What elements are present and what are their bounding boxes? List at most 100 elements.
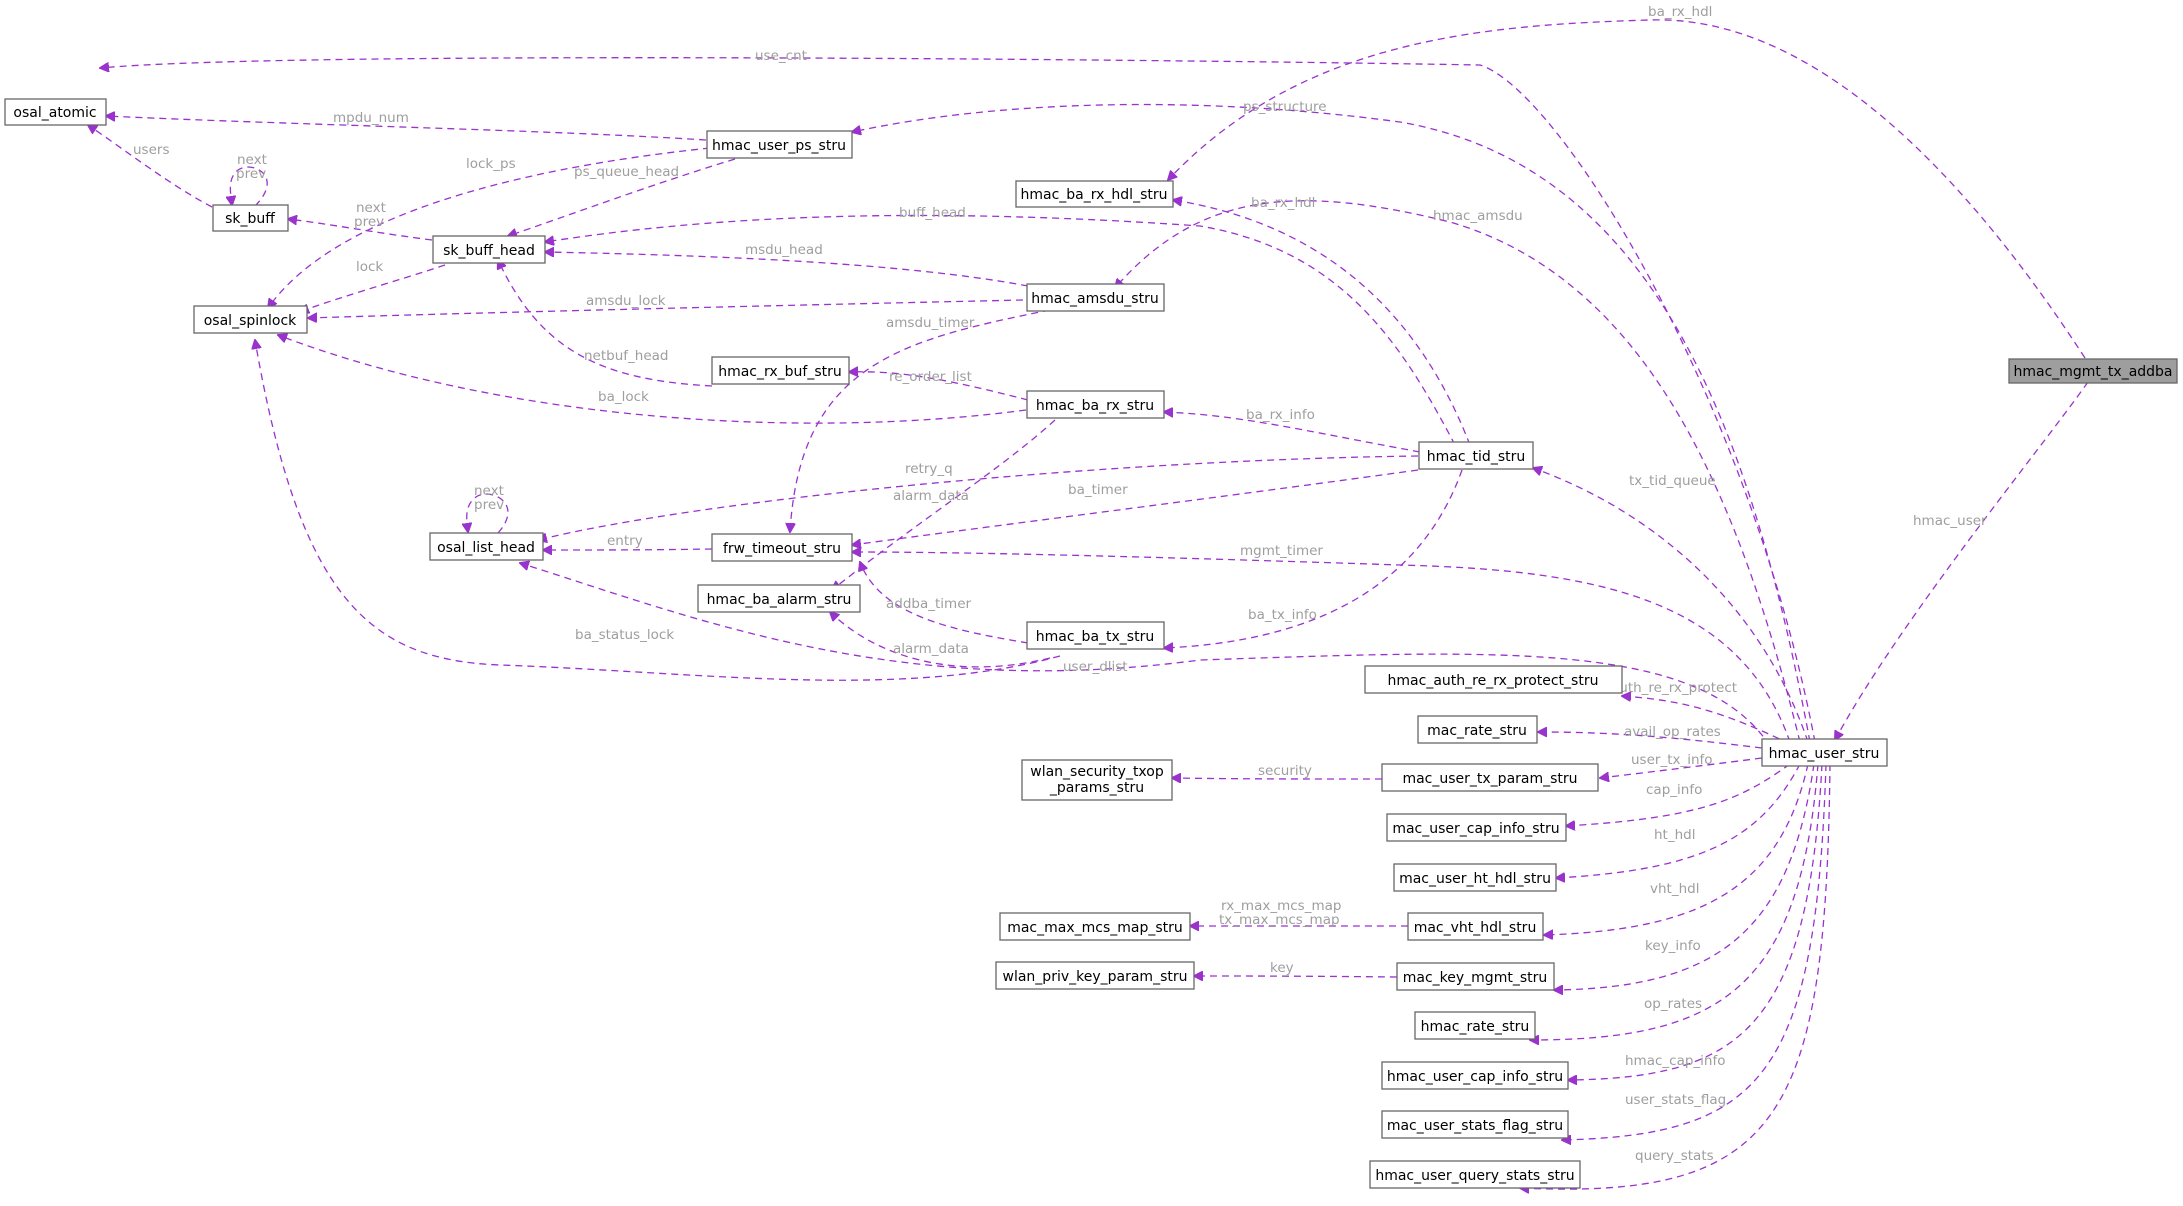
edge-label: next <box>356 200 386 216</box>
edge-label: buff_head <box>899 205 966 221</box>
edge-label: amsdu_timer <box>886 315 975 331</box>
edge-user-tx-info <box>1600 757 1763 778</box>
node-label: mac_rate_stru <box>1427 723 1527 739</box>
node-label: mac_key_mgmt_stru <box>1403 970 1547 986</box>
edges <box>88 19 2089 1189</box>
node-mac-user-tx-param-stru[interactable]: mac_user_tx_param_stru <box>1381 763 1599 792</box>
edge-label: prev <box>354 214 384 230</box>
node-hmac-rate-stru[interactable]: hmac_rate_stru <box>1414 1011 1536 1040</box>
node-hmac-amsdu-stru[interactable]: hmac_amsdu_stru <box>1026 283 1165 312</box>
node-label: hmac_mgmt_tx_addba <box>2013 364 2172 380</box>
edge-labels: ba_rx_hdl use_cnt ps_structure mpdu_num … <box>133 4 1987 1164</box>
node-label: hmac_user_query_stats_stru <box>1375 1168 1574 1184</box>
node-mac-max-mcs-map-stru[interactable]: mac_max_mcs_map_stru <box>999 912 1191 941</box>
edge-alarm-data-rx <box>832 419 1056 590</box>
edge-netbuf-head <box>498 260 713 387</box>
edge-list-self <box>467 493 509 533</box>
edge-ps-structure <box>852 103 1811 743</box>
edge-avail-op-rates <box>1538 732 1763 749</box>
edge-label: key <box>1270 960 1294 976</box>
nodes: osal_atomic hmac_user_ps_stru sk_buff sk… <box>4 98 2178 1189</box>
edge-msdu-head <box>545 252 1029 287</box>
edge-label: security <box>1258 763 1312 779</box>
node-mac-key-mgmt-stru[interactable]: mac_key_mgmt_stru <box>1396 962 1555 991</box>
edge-lock <box>300 264 446 312</box>
node-mac-rate-stru[interactable]: mac_rate_stru <box>1417 715 1538 744</box>
edge-ba-rx-hdl-top <box>1168 19 2086 359</box>
node-wlan-security-txop-params-stru[interactable]: wlan_security_txop _params_stru <box>1021 759 1173 801</box>
node-label: hmac_amsdu_stru <box>1031 291 1158 307</box>
node-label: _params_stru <box>1049 780 1144 796</box>
node-label: osal_list_head <box>437 540 535 556</box>
node-label: mac_vht_hdl_stru <box>1414 920 1537 936</box>
node-hmac-user-query-stats-stru[interactable]: hmac_user_query_stats_stru <box>1369 1160 1581 1189</box>
node-mac-user-stats-flag-stru[interactable]: mac_user_stats_flag_stru <box>1381 1110 1569 1139</box>
node-hmac-ba-rx-hdl-stru[interactable]: hmac_ba_rx_hdl_stru <box>1015 180 1174 208</box>
edge-ba-status-lock <box>255 340 1061 681</box>
edge-lock-ps <box>268 147 711 308</box>
edge-user-stats-flag <box>1562 763 1827 1140</box>
edge-ba-tx-info <box>1164 469 1463 648</box>
node-hmac-ba-alarm-stru[interactable]: hmac_ba_alarm_stru <box>697 584 861 613</box>
edge-ht-hdl <box>1556 763 1801 878</box>
edge-label: user_dlist <box>1063 659 1128 675</box>
edge-label: key_info <box>1645 938 1701 954</box>
edge-user-dlist <box>520 563 1771 747</box>
node-hmac-ba-rx-stru[interactable]: hmac_ba_rx_stru <box>1026 390 1165 419</box>
edge-label: ba_rx_info <box>1246 407 1315 423</box>
node-label: frw_timeout_stru <box>723 541 841 557</box>
node-hmac-user-stru[interactable]: hmac_user_stru <box>1761 738 1888 767</box>
edge-buff-head <box>545 214 1456 446</box>
node-label: hmac_rate_stru <box>1421 1019 1530 1035</box>
node-hmac-user-cap-info-stru[interactable]: hmac_user_cap_info_stru <box>1381 1061 1569 1090</box>
node-label: hmac_auth_re_rx_protect_stru <box>1388 673 1599 689</box>
edge-label: prev <box>236 166 266 182</box>
node-frw-timeout-stru[interactable]: frw_timeout_stru <box>711 533 853 562</box>
node-hmac-mgmt-tx-addba[interactable]: hmac_mgmt_tx_addba <box>2008 358 2178 384</box>
node-label: hmac_ba_tx_stru <box>1036 629 1154 645</box>
edge-op-rates <box>1530 763 1819 1040</box>
node-label: osal_spinlock <box>204 313 297 329</box>
node-mac-user-ht-hdl-stru[interactable]: mac_user_ht_hdl_stru <box>1393 863 1557 892</box>
edge-hmac-user <box>1835 381 2089 740</box>
edge-ba-timer <box>852 469 1419 545</box>
node-mac-vht-hdl-stru[interactable]: mac_vht_hdl_stru <box>1407 912 1544 941</box>
edge-label: amsdu_lock <box>586 293 666 309</box>
node-osal-atomic[interactable]: osal_atomic <box>4 98 107 126</box>
node-label: osal_atomic <box>13 105 96 121</box>
node-sk-buff-head[interactable]: sk_buff_head <box>432 235 546 264</box>
edge-amsdu-lock <box>308 299 1024 318</box>
edge-hmac-cap-info <box>1568 763 1823 1080</box>
edge-label: ba_rx_hdl <box>1648 4 1712 20</box>
node-label: wlan_priv_key_param_stru <box>1003 969 1188 985</box>
edge-label: ba_lock <box>598 389 649 405</box>
node-hmac-tid-stru[interactable]: hmac_tid_stru <box>1418 441 1534 470</box>
node-wlan-priv-key-param-stru[interactable]: wlan_priv_key_param_stru <box>995 961 1195 990</box>
edge-re-order-list <box>849 372 1029 401</box>
node-hmac-rx-buf-stru[interactable]: hmac_rx_buf_stru <box>711 356 850 385</box>
edge-label: tx_max_mcs_map <box>1219 912 1340 928</box>
node-mac-user-cap-info-stru[interactable]: mac_user_cap_info_stru <box>1386 813 1567 842</box>
edge-query-stats <box>1520 763 1831 1189</box>
edge-label: hmac_user <box>1913 513 1987 529</box>
node-hmac-user-ps-stru[interactable]: hmac_user_ps_stru <box>706 130 853 159</box>
node-hmac-ba-tx-stru[interactable]: hmac_ba_tx_stru <box>1026 621 1165 650</box>
edge-label: query_stats <box>1635 1148 1714 1164</box>
edge-label: next <box>474 483 504 499</box>
node-sk-buff[interactable]: sk_buff <box>212 204 289 232</box>
edge-label: addba_timer <box>886 596 972 612</box>
edge-label: user_stats_flag <box>1625 1092 1726 1108</box>
node-osal-list-head[interactable]: osal_list_head <box>429 532 544 561</box>
edge-sk-buff-self <box>230 166 268 206</box>
edge-amsdu-timer <box>790 309 1051 532</box>
edge-label: lock_ps <box>466 156 516 172</box>
edge-retry-q <box>538 455 1419 540</box>
edge-label: cap_info <box>1646 782 1702 798</box>
node-label: sk_buff_head <box>443 243 535 259</box>
edge-security <box>1172 778 1383 779</box>
edge-alarm-data-tx <box>830 612 1051 668</box>
node-osal-spinlock[interactable]: osal_spinlock <box>193 305 308 334</box>
node-hmac-auth-re-rx-protect-stru[interactable]: hmac_auth_re_rx_protect_stru <box>1364 665 1623 694</box>
edge-label: mpdu_num <box>333 110 409 126</box>
edge-label: op_rates <box>1644 996 1702 1012</box>
